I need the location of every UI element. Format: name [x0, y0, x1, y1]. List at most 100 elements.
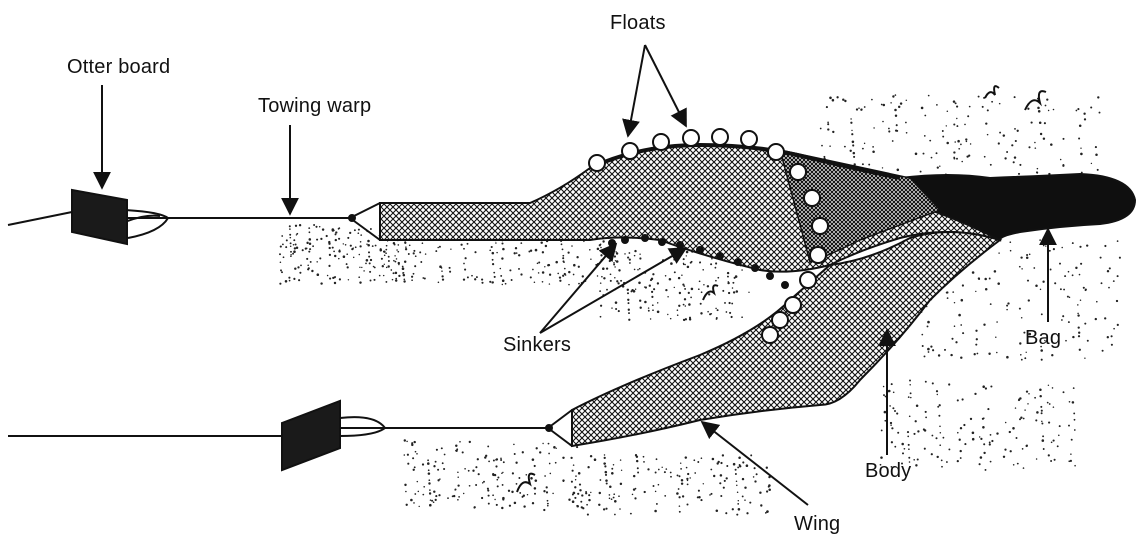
stipple-dot [487, 488, 489, 490]
stipple-dot [555, 448, 556, 449]
stipple-dot [335, 231, 337, 233]
stipple-dot [520, 242, 522, 244]
stipple-dot [327, 275, 329, 277]
stipple-dot [1048, 385, 1049, 386]
stipple-dot [1068, 271, 1070, 273]
stipple-dot [1051, 441, 1053, 443]
stipple-dot [938, 415, 940, 417]
stipple-dot [535, 479, 538, 482]
stipple-dot [946, 125, 947, 126]
stipple-dot [898, 106, 900, 108]
stipple-dot [873, 127, 874, 128]
stipple-dot [588, 494, 590, 496]
stipple-dot [557, 273, 559, 275]
stipple-dot [1024, 357, 1026, 359]
stipple-dot [534, 282, 536, 284]
stipple-dot [464, 468, 466, 470]
stipple-dot [654, 510, 657, 513]
stipple-dot [948, 383, 950, 385]
stipple-dot [1004, 449, 1006, 451]
stipple-dot [605, 474, 607, 476]
stipple-dot [1010, 450, 1012, 452]
stipple-dot [547, 264, 549, 266]
stipple-dot [609, 494, 611, 496]
stipple-dot [917, 430, 919, 432]
stipple-dot [516, 252, 518, 254]
stipple-dot [844, 146, 846, 148]
stipple-dot [1021, 359, 1023, 361]
stipple-dot [476, 276, 478, 278]
stipple-dot [319, 257, 321, 259]
stipple-dot [411, 279, 413, 281]
stipple-dot [895, 114, 897, 116]
stipple-dot [1041, 412, 1043, 414]
stipple-dot [494, 499, 495, 500]
stipple-dot [756, 473, 758, 475]
stipple-dot [590, 492, 591, 493]
stipple-dot [961, 299, 964, 302]
stipple-dot [936, 104, 938, 106]
stipple-dot [605, 508, 607, 510]
stipple-dot [290, 237, 292, 239]
stipple-dot [1017, 130, 1019, 132]
stipple-dot [1014, 96, 1016, 98]
stipple-dot [393, 272, 395, 274]
sinker-4 [677, 242, 684, 249]
stipple-dot [687, 483, 689, 485]
stipple-dot [604, 457, 606, 459]
stipple-dot [970, 143, 971, 144]
stipple-dot [383, 250, 385, 252]
stipple-dot [674, 287, 675, 288]
stipple-dot [519, 492, 521, 494]
stipple-dot [652, 273, 654, 275]
stipple-dot [1015, 407, 1016, 408]
stipple-dot [388, 256, 390, 258]
stipple-dot [329, 247, 331, 249]
float-9 [812, 218, 828, 234]
stipple-dot [509, 505, 511, 507]
stipple-dot [540, 241, 542, 243]
stipple-dot [495, 465, 497, 467]
stipple-dot [953, 157, 955, 159]
stipple-dot [635, 289, 636, 290]
stipple-dot [544, 266, 545, 267]
stipple-dot [404, 439, 406, 441]
stipple-dot [1053, 440, 1055, 442]
float-11 [800, 272, 816, 288]
stipple-dot [983, 324, 985, 326]
stipple-dot [636, 460, 638, 462]
stipple-dot [907, 436, 909, 438]
stipple-dot [1065, 340, 1067, 342]
stipple-dot [1048, 110, 1049, 111]
stipple-dot [832, 99, 835, 102]
stipple-dot [496, 252, 497, 253]
stipple-dot [605, 479, 608, 482]
stipple-dot [493, 272, 495, 274]
stipple-dot [536, 447, 538, 449]
stipple-dot [433, 465, 435, 467]
stipple-dot [670, 262, 673, 265]
stipple-dot [1084, 357, 1085, 358]
stipple-dot [618, 495, 620, 497]
stipple-dot [1051, 354, 1053, 356]
stipple-dot [748, 292, 749, 293]
stipple-dot [1015, 140, 1017, 142]
stipple-dot [682, 284, 684, 286]
stipple-dot [492, 494, 494, 496]
stipple-dot [1062, 165, 1064, 167]
stipple-dot [559, 280, 561, 282]
stipple-dot [610, 273, 612, 275]
sinker-10 [782, 282, 789, 289]
stipple-dot [616, 252, 618, 254]
stipple-dot [921, 334, 923, 336]
stipple-dot [1084, 323, 1086, 325]
stipple-dot [492, 282, 494, 284]
stipple-dot [294, 267, 296, 269]
stipple-dot [720, 462, 722, 464]
stipple-dot [850, 150, 852, 152]
stipple-dot [1062, 138, 1064, 140]
stipple-dot [1054, 459, 1056, 461]
stipple-dot [707, 311, 709, 313]
stipple-dot [640, 307, 642, 309]
stipple-dot [908, 457, 910, 459]
